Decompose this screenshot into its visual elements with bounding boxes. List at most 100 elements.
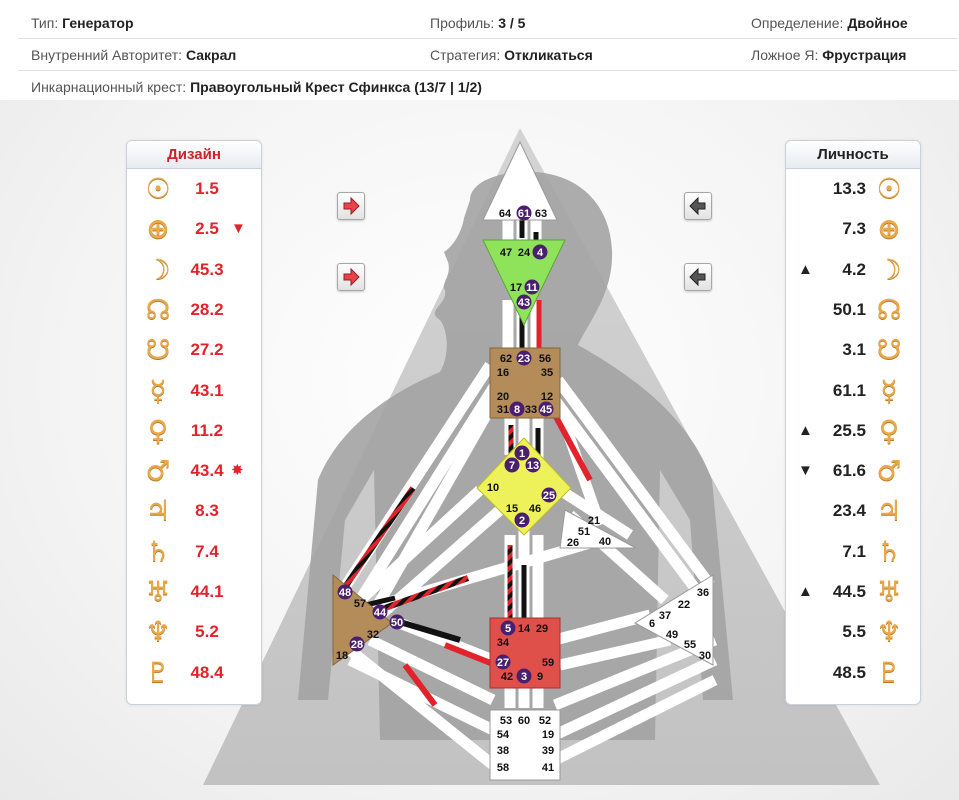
- gate-throat[interactable]: 20: [497, 391, 509, 403]
- gate-heart[interactable]: 21: [588, 515, 600, 527]
- gate-heart[interactable]: 26: [567, 537, 579, 549]
- gate-throat[interactable]: 12: [541, 391, 553, 403]
- gate-throat[interactable]: 62: [500, 353, 512, 365]
- gate-root[interactable]: 38: [497, 745, 509, 757]
- type-value: Генератор: [62, 15, 134, 31]
- gate-solar[interactable]: 22: [678, 599, 690, 611]
- gate-ajna[interactable]: 24: [518, 247, 531, 259]
- design-mark: ✸: [231, 462, 244, 480]
- personality-row-pluto: ♇48.5: [786, 653, 920, 693]
- gate-solar[interactable]: 36: [697, 587, 709, 599]
- active-gate-circle: [504, 457, 520, 473]
- gate-number: 51: [578, 526, 590, 538]
- personality-arrow-button-bottom[interactable]: [684, 263, 712, 291]
- gate-g[interactable]: 7: [504, 457, 520, 473]
- gate-spleen[interactable]: 28: [349, 636, 365, 652]
- gate-throat[interactable]: 16: [497, 367, 509, 379]
- gate-number: 10: [487, 482, 499, 494]
- gate-root[interactable]: 53: [500, 715, 512, 727]
- gate-root[interactable]: 41: [542, 762, 554, 774]
- gate-g[interactable]: 10: [487, 482, 499, 494]
- gate-number: 4: [537, 247, 544, 259]
- design-arrow-button-top[interactable]: [337, 192, 365, 220]
- design-row-jupiter: ♃8.3: [127, 491, 261, 531]
- design-arrow-button-bottom[interactable]: [337, 263, 365, 291]
- gate-head[interactable]: 63: [535, 208, 547, 220]
- cross-field: Инкарнационный крест: Правоугольный Крес…: [31, 79, 482, 95]
- gate-solar[interactable]: 49: [666, 629, 678, 641]
- gate-heart[interactable]: 51: [578, 526, 590, 538]
- venus-icon: ♀: [147, 413, 169, 447]
- personality-row-north-node: ☊50.1: [786, 290, 920, 330]
- gate-ajna[interactable]: 17: [510, 282, 522, 294]
- personality-gate-value: 7.3: [842, 219, 866, 239]
- gate-root[interactable]: 39: [542, 745, 554, 757]
- gate-solar[interactable]: 6: [649, 618, 655, 630]
- gate-ajna[interactable]: 11: [524, 279, 540, 295]
- personality-mark: ▼: [798, 462, 813, 480]
- gate-g[interactable]: 15: [506, 503, 518, 515]
- gate-throat[interactable]: 31: [497, 404, 509, 416]
- design-gate-value: 45.3: [190, 259, 224, 279]
- active-gate-circle: [495, 654, 511, 670]
- gate-sacral[interactable]: 3: [516, 668, 532, 684]
- arrow-right-icon: [343, 267, 360, 287]
- gate-g[interactable]: 1: [514, 445, 530, 461]
- gate-number: 19: [542, 729, 554, 741]
- gate-spleen[interactable]: 50: [389, 614, 405, 630]
- gate-ajna[interactable]: 4: [532, 244, 548, 260]
- notself-value: Фрустрация: [822, 47, 907, 63]
- gate-sacral[interactable]: 42: [501, 671, 513, 683]
- gate-ajna[interactable]: 47: [500, 247, 512, 259]
- gate-sacral[interactable]: 29: [536, 623, 548, 635]
- gate-sacral[interactable]: 27: [495, 654, 511, 670]
- gate-sacral[interactable]: 9: [537, 671, 543, 683]
- gate-throat[interactable]: 35: [541, 367, 553, 379]
- gate-solar[interactable]: 55: [684, 639, 696, 651]
- gate-spleen[interactable]: 18: [336, 650, 348, 662]
- design-row-neptune: ♆5.2: [127, 612, 261, 652]
- gate-head[interactable]: 64: [499, 208, 512, 220]
- gate-spleen[interactable]: 57: [354, 598, 366, 610]
- gate-g[interactable]: 25: [541, 487, 557, 503]
- personality-gate-value: 25.5: [832, 420, 866, 440]
- gate-solar[interactable]: 30: [699, 650, 711, 662]
- gate-head[interactable]: 61: [516, 205, 532, 221]
- gate-spleen[interactable]: 44: [372, 604, 388, 620]
- gate-sacral[interactable]: 5: [500, 620, 516, 636]
- gate-sacral[interactable]: 34: [497, 637, 510, 649]
- gate-root[interactable]: 58: [497, 762, 509, 774]
- gate-solar[interactable]: 37: [659, 610, 671, 622]
- gate-root[interactable]: 52: [539, 715, 551, 727]
- gate-heart[interactable]: 40: [599, 536, 611, 548]
- personality-mark: ▲: [798, 421, 813, 439]
- active-gate-circle: [514, 445, 530, 461]
- gate-g[interactable]: 2: [514, 512, 530, 528]
- gate-number: 18: [336, 650, 348, 662]
- gate-throat[interactable]: 23: [516, 350, 532, 366]
- gate-throat[interactable]: 33: [525, 404, 537, 416]
- gate-g[interactable]: 46: [529, 503, 541, 515]
- gate-g[interactable]: 13: [525, 457, 541, 473]
- gate-root[interactable]: 19: [542, 729, 554, 741]
- gate-root[interactable]: 54: [497, 729, 510, 741]
- gate-spleen[interactable]: 32: [367, 629, 379, 641]
- definition-value: Двойное: [847, 15, 908, 31]
- heart-center: [559, 509, 637, 549]
- gate-sacral[interactable]: 59: [542, 657, 554, 669]
- gate-throat[interactable]: 56: [539, 353, 551, 365]
- gate-throat[interactable]: 45: [538, 401, 554, 417]
- personality-panel: Личность ☉13.3⊕7.3☽4.2▲☊50.1☋3.1☿61.1♀25…: [785, 140, 921, 705]
- gate-number: 62: [500, 353, 512, 365]
- gate-ajna[interactable]: 43: [516, 294, 532, 310]
- gate-sacral[interactable]: 14: [518, 623, 531, 635]
- moon-icon: ☽: [145, 252, 171, 286]
- personality-gate-value: 50.1: [832, 299, 866, 319]
- gate-throat[interactable]: 8: [509, 401, 525, 417]
- gate-number: 17: [510, 282, 522, 294]
- personality-row-saturn: ♄7.1: [786, 532, 920, 572]
- gate-number: 22: [678, 599, 690, 611]
- personality-arrow-button-top[interactable]: [684, 192, 712, 220]
- gate-root[interactable]: 60: [518, 715, 530, 727]
- gate-spleen[interactable]: 48: [337, 584, 353, 600]
